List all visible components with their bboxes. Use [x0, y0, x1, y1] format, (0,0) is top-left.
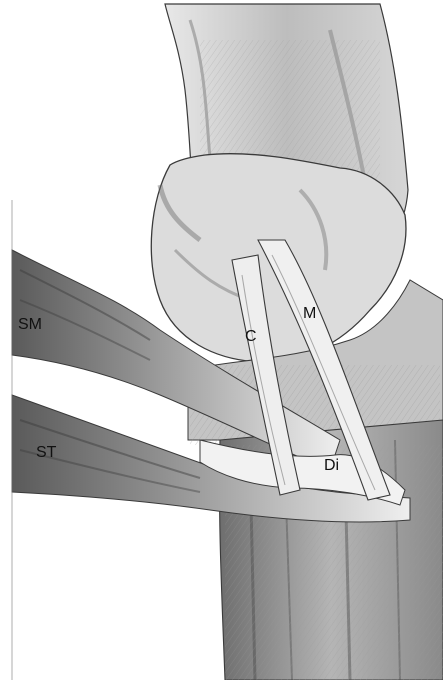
- label-c: C: [245, 329, 257, 345]
- label-di: Di: [324, 458, 339, 474]
- label-st: ST: [36, 445, 56, 461]
- label-m: M: [303, 306, 316, 322]
- label-sm: SM: [18, 317, 42, 333]
